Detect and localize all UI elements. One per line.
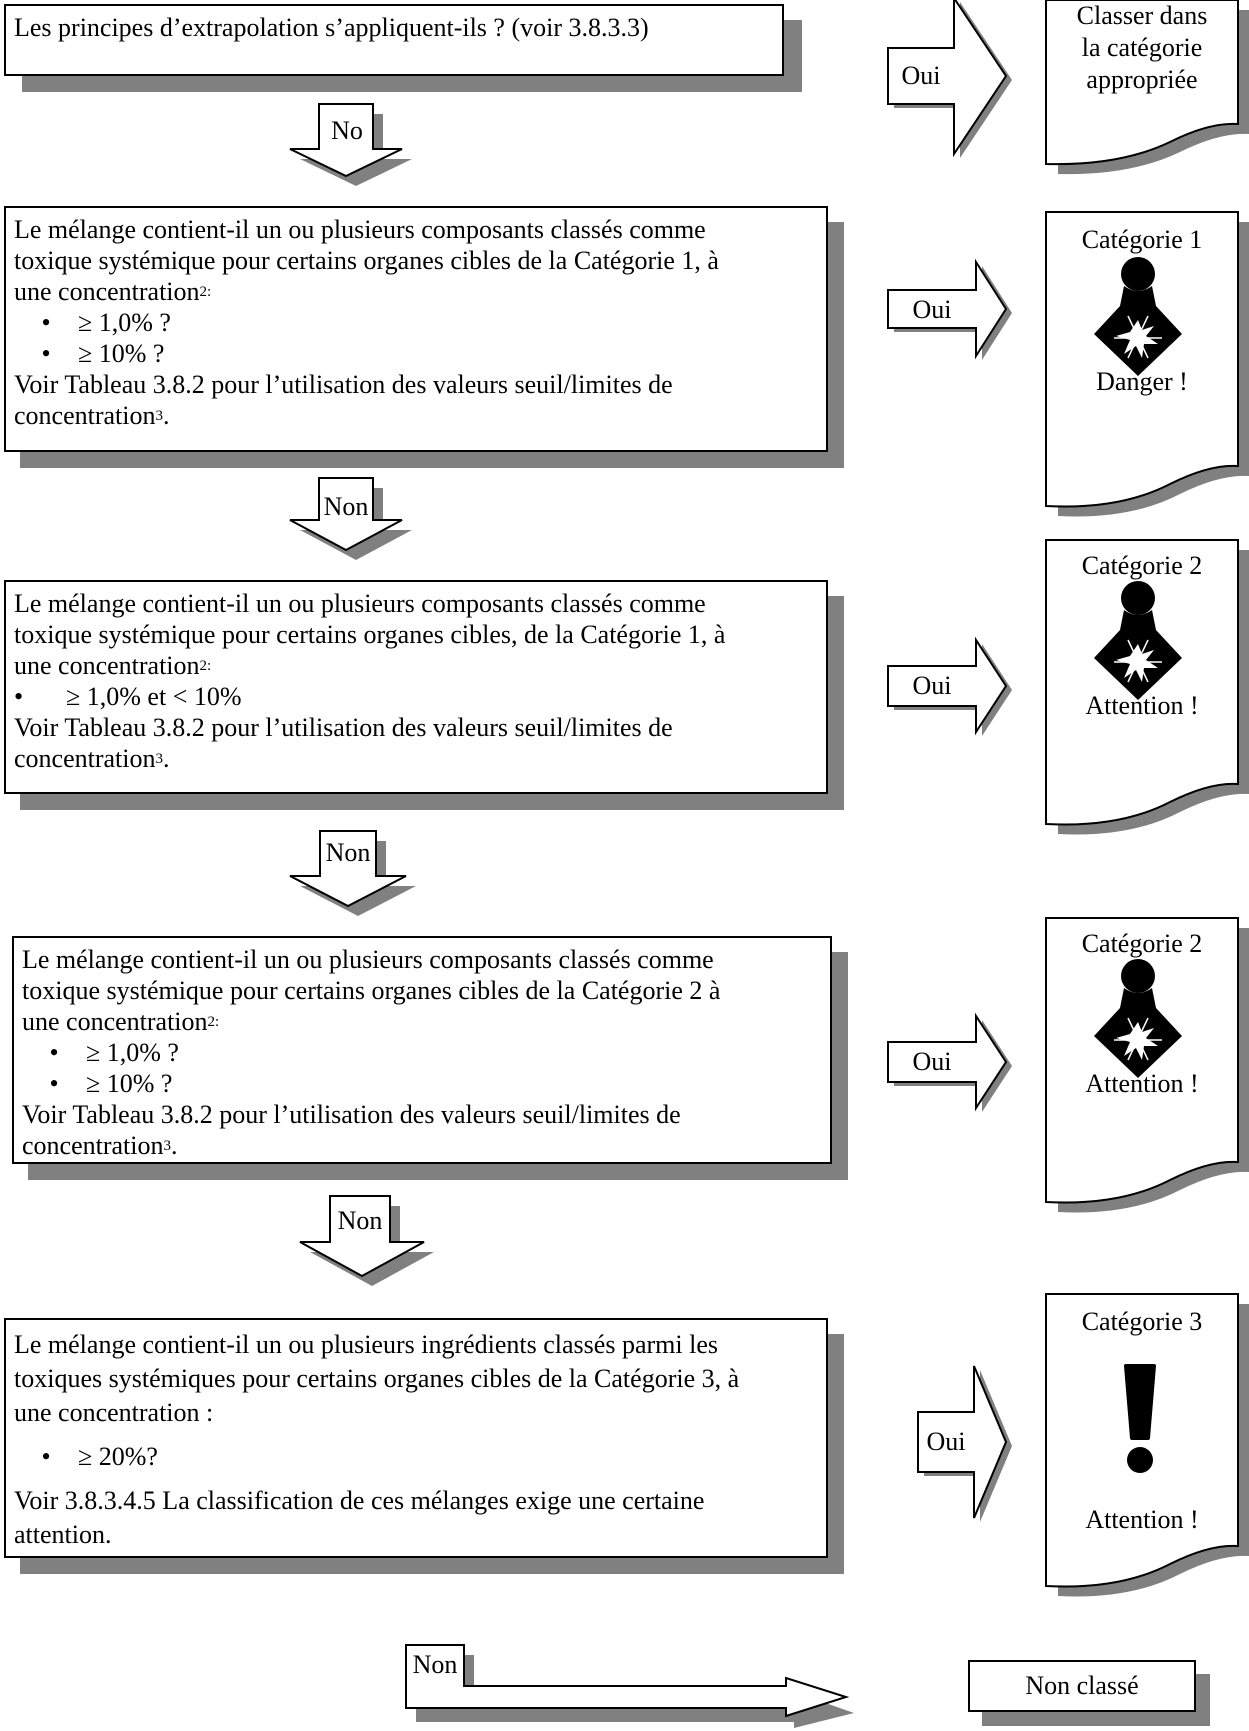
right-arrow-final (405, 1644, 854, 1728)
question-box-4: Le mélange contient-il un ou plusieurs c… (12, 936, 832, 1164)
question-1-text: Les principes d’extrapolation s’applique… (14, 13, 649, 42)
question-box-2: Le mélange contient-il un ou plusieurs c… (4, 206, 828, 452)
health-hazard-icon (1093, 256, 1183, 377)
result-doc-2 (1045, 211, 1249, 517)
q2-line2: toxique systémique pour certains organes… (14, 246, 719, 275)
result-doc-3 (1045, 539, 1249, 835)
result-5-signal: Attention ! (1085, 1505, 1199, 1534)
result-doc-5 (1045, 1293, 1249, 1597)
q5-line3: une concentration : (14, 1398, 214, 1427)
q5-line5: attention. (14, 1520, 112, 1549)
health-hazard-icon (1093, 958, 1183, 1079)
q3-line2: toxique systémique pour certains organes… (14, 620, 726, 649)
arrow-label-no: No (331, 116, 363, 145)
arrow-label-oui: Oui (912, 295, 952, 324)
question-box-5: Le mélange contient-il un ou plusieurs i… (4, 1318, 828, 1558)
result-2-signal: Danger ! (1096, 367, 1188, 396)
question-box-3: Le mélange contient-il un ou plusieurs c… (4, 580, 828, 794)
q3-line5: concentration (14, 744, 156, 773)
q2-line3: une concentration (14, 277, 200, 306)
arrow-label-oui: Oui (901, 61, 941, 90)
q2-line5: concentration (14, 401, 156, 430)
exclamation-icon (1124, 1364, 1156, 1473)
question-box-1: Les principes d’extrapolation s’applique… (4, 4, 784, 76)
q5-line2: toxiques systémiques pour certains organ… (14, 1364, 740, 1393)
q3-bullet: •≥ 1,0% et < 10% (14, 682, 242, 711)
q3-line3: une concentration (14, 651, 200, 680)
arrow-label-oui: Oui (912, 1047, 952, 1076)
arrow-label-oui: Oui (926, 1427, 966, 1456)
footnote-ref: 3 (155, 408, 164, 424)
arrow-label-non: Non (323, 492, 369, 521)
q2-line4: Voir Tableau 3.8.2 pour l’utilisation de… (14, 370, 673, 399)
result-1-text: Classer dans la catégorie appropriée (1076, 1, 1208, 94)
q4-bullet: •≥ 1,0% ? (49, 1038, 179, 1067)
q3-line4: Voir Tableau 3.8.2 pour l’utilisation de… (14, 713, 673, 742)
arrow-label-non: Non (412, 1650, 458, 1679)
q4-line1: Le mélange contient-il un ou plusieurs c… (22, 945, 714, 974)
result-5-title: Catégorie 3 (1081, 1307, 1203, 1336)
q5-bullet: •≥ 20%? (41, 1442, 158, 1471)
final-result-box: Non classé (968, 1660, 1196, 1712)
arrow-label-non: Non (325, 838, 371, 867)
footnote-ref: 2: (199, 658, 212, 674)
result-3-signal: Attention ! (1085, 691, 1199, 720)
footnote-ref: 2: (199, 284, 212, 300)
q4-line5: concentration (22, 1131, 164, 1160)
q2-bullet: •≥ 1,0% ? (41, 308, 171, 337)
footnote-ref: 2: (207, 1014, 220, 1030)
q5-line1: Le mélange contient-il un ou plusieurs i… (14, 1330, 718, 1359)
final-result-text: Non classé (1025, 1671, 1139, 1700)
result-doc-4 (1045, 917, 1249, 1213)
q4-line2: toxique systémique pour certains organes… (22, 976, 721, 1005)
result-2-title: Catégorie 1 (1081, 225, 1203, 254)
result-3-title: Catégorie 2 (1081, 551, 1203, 580)
q4-line4: Voir Tableau 3.8.2 pour l’utilisation de… (22, 1100, 681, 1129)
arrow-label-non: Non (337, 1206, 383, 1235)
health-hazard-icon (1093, 580, 1183, 701)
q4-line3: une concentration (22, 1007, 208, 1036)
footnote-ref: 3 (155, 751, 164, 767)
arrow-label-oui: Oui (912, 671, 952, 700)
q4-bullet: •≥ 10% ? (49, 1069, 173, 1098)
q2-line1: Le mélange contient-il un ou plusieurs c… (14, 215, 706, 244)
result-4-title: Catégorie 2 (1081, 929, 1203, 958)
q2-bullet: •≥ 10% ? (41, 339, 165, 368)
q3-line1: Le mélange contient-il un ou plusieurs c… (14, 589, 706, 618)
result-4-signal: Attention ! (1085, 1069, 1199, 1098)
q5-line4: Voir 3.8.3.4.5 La classification de ces … (14, 1486, 705, 1515)
footnote-ref: 3 (163, 1138, 172, 1154)
